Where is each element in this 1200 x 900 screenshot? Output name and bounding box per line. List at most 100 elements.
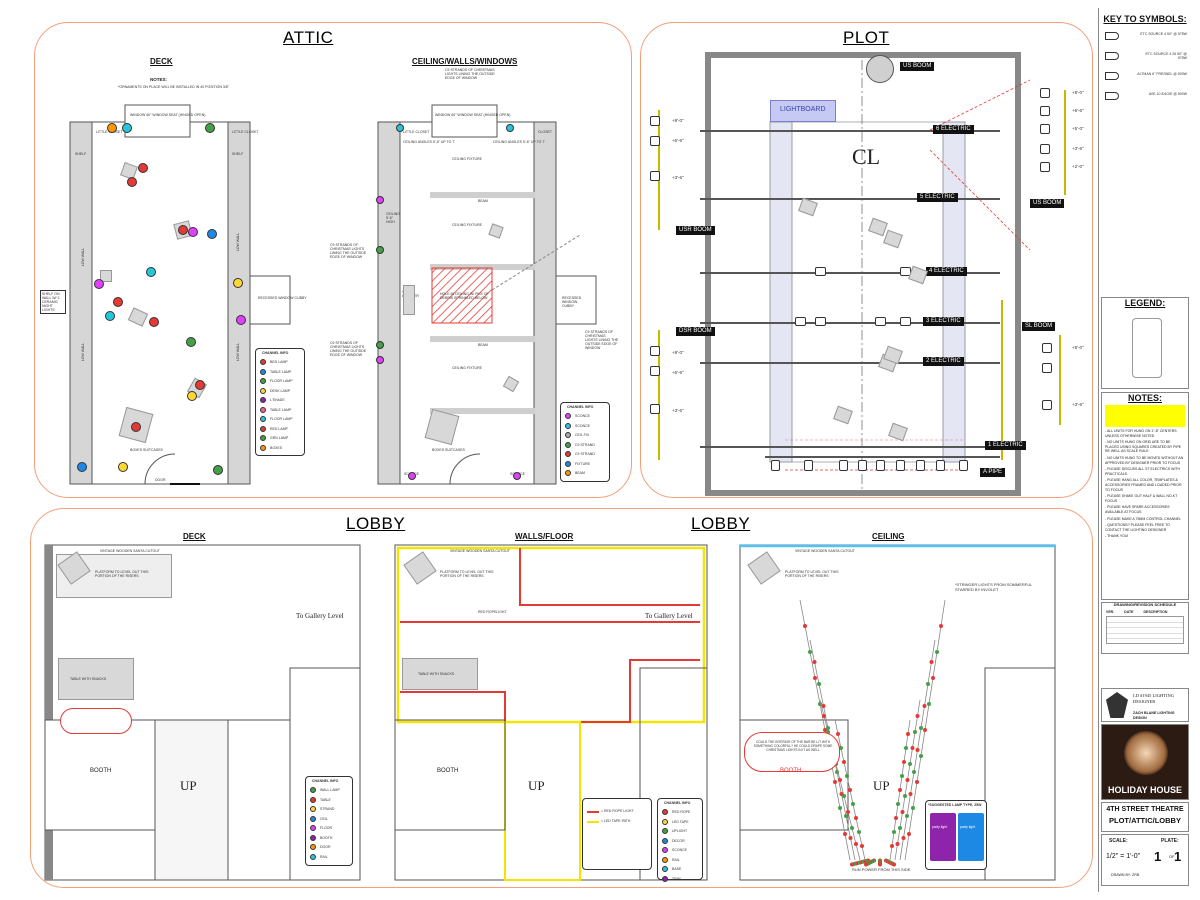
channel-label: FLOOR LAMP <box>270 379 293 383</box>
channel-label: RAIL <box>672 857 680 862</box>
attic-ceiling-subtitle: CEILING/WALLS/WINDOWS <box>412 57 518 66</box>
stringer-bulb <box>927 702 931 706</box>
electric-pipe <box>700 272 1000 274</box>
stringer-bulb <box>929 660 934 664</box>
notes-list: - ALL UNITS FOR HUNG ON 1"-8" CENTERS UN… <box>1102 429 1188 539</box>
title-block <box>1098 8 1192 892</box>
revision-col: DESCRIPTION <box>1143 609 1168 614</box>
lobby-walls-vintage: VINTAGE WOODEN SANTA CUTOUT <box>450 549 510 553</box>
practical-lamp <box>236 315 246 325</box>
revision-col: VER. <box>1106 609 1115 614</box>
fixture-symbol <box>1105 92 1119 100</box>
attic-low-wall-2: LOW WALL <box>81 342 86 362</box>
boom-height-label: +3'-6" <box>1072 402 1084 407</box>
channel-swatch <box>260 444 266 451</box>
practical-lamp <box>107 123 117 133</box>
stringer-bulb <box>902 760 906 764</box>
stringer-bulb <box>923 728 927 732</box>
practical-lamp <box>146 267 156 277</box>
attic-title: ATTIC <box>283 28 334 47</box>
practical-lamp <box>127 177 137 187</box>
a-pipe-unit <box>771 460 780 471</box>
attic-deck-key-title: CHANNEL INFO <box>262 351 289 355</box>
channel-label: SCONCE <box>575 414 590 418</box>
lobby-title-left: LOBBY <box>346 514 406 533</box>
channel-swatch <box>565 451 571 457</box>
channel-swatch <box>565 441 571 448</box>
stringer-bulb <box>860 844 864 848</box>
practical-lamp <box>213 465 223 475</box>
channel-swatch <box>310 853 316 860</box>
channel-label: L'SHADE <box>270 398 285 402</box>
stringer-bulb <box>894 816 898 820</box>
boom-unit <box>1040 124 1050 134</box>
boom-height-label: +8'-0" <box>1072 90 1084 95</box>
lobby-ceiling-platform: PLATFORM TO LEVEL OUT THIS PORTION OF TH… <box>785 570 839 578</box>
note-item: - PLEASE SHAKE OUT HALF & WALL NO-KT FOC… <box>1105 494 1178 503</box>
stringer-bulb <box>838 778 842 782</box>
sconce-lamp <box>408 472 416 480</box>
channel-label: TABLE <box>320 797 331 802</box>
electric-pipe <box>700 130 1000 132</box>
show-art: HOLIDAY HOUSE <box>1101 724 1189 800</box>
lobby-deck-snack-label: TABLE WITH SNACKS <box>70 677 107 681</box>
lobby-deck-subtitle: DECK <box>183 532 206 541</box>
electric-pipe <box>700 362 1000 364</box>
stringer-bulb <box>908 792 913 796</box>
stringer-bulb <box>848 788 852 792</box>
electric-unit <box>900 317 911 326</box>
attic-shelf-r: SHELF <box>232 152 244 156</box>
stringer-bulb <box>846 810 850 814</box>
show-art-figure <box>1124 731 1168 775</box>
revision-box: DRAWING/REVISION SCHEDULE VER. DATE DESCRI… <box>1101 602 1189 654</box>
channel-swatch <box>260 435 266 441</box>
lobby-ceiling-booth: BOOTH <box>780 768 802 774</box>
lightboard-label: LIGHTBOARD <box>780 106 826 113</box>
boom-height-label: +3'-6" <box>672 408 684 413</box>
stringer-bulb <box>922 704 927 708</box>
attic-door: DOOR <box>155 478 166 482</box>
revision-title: DRAWING/REVISION SCHEDULE <box>1113 602 1177 607</box>
practical-lamp <box>138 163 148 173</box>
sconce-lamp <box>376 196 384 204</box>
stringer-bulb <box>919 726 923 730</box>
stringer-bulb <box>823 728 827 732</box>
note-item: - ALL UNITS FOR HUNG ON 1"-8" CENTERS UN… <box>1105 429 1177 438</box>
lobby-walls-platform: PLATFORM TO LEVEL OUT THIS PORTION OF TH… <box>440 570 494 578</box>
sconce-lamp <box>376 356 384 364</box>
electric-unit <box>815 267 826 276</box>
boom-height-label: +8'-0" <box>672 118 684 123</box>
boom-height-label: +6'-6" <box>672 138 684 143</box>
attic-low-wall-3: LOW WALL <box>236 232 241 252</box>
revision-columns: VER. DATE DESCRIPTION <box>1102 608 1188 617</box>
channel-swatch <box>565 413 571 419</box>
note-item: - THANK YOU! <box>1105 534 1129 539</box>
practical-lamp <box>233 278 243 288</box>
attic-little-closet-r: LITTLE CLOSET <box>232 130 259 134</box>
channel-label: FIXTURE <box>575 461 590 466</box>
lamp-package-label-2: party light <box>960 825 976 829</box>
attic-ceiling-plan <box>377 104 597 485</box>
boom-unit <box>650 404 660 414</box>
stringer-bulb <box>843 832 847 836</box>
legend-box: LEGEND: <box>1101 297 1189 389</box>
stringer-bulb <box>812 660 817 664</box>
stringer-bulb <box>905 778 910 782</box>
stringer-bulb <box>915 780 919 784</box>
practical-lamp <box>149 317 159 327</box>
scale-label: SCALE: <box>1109 838 1128 844</box>
stringer-bulb <box>919 754 923 758</box>
plate-of: OF <box>1169 854 1175 859</box>
boom-unit <box>650 116 660 126</box>
ceiling-high: CEILING 5'-6" HIGH <box>386 212 401 224</box>
stringer-bulb <box>906 732 910 736</box>
channel-label: FLOOR <box>320 826 333 830</box>
revision-col: DATE <box>1124 609 1134 614</box>
channel-swatch <box>260 425 266 432</box>
key-row-label: ETC SOURCE 4 50° @ 575W <box>1140 32 1187 36</box>
boom-unit <box>1042 343 1052 353</box>
lobby-lamp-box: *SUGGESTED LAMP TYPE, 25W party light pa… <box>925 800 987 870</box>
stringer-bulb <box>913 730 917 734</box>
